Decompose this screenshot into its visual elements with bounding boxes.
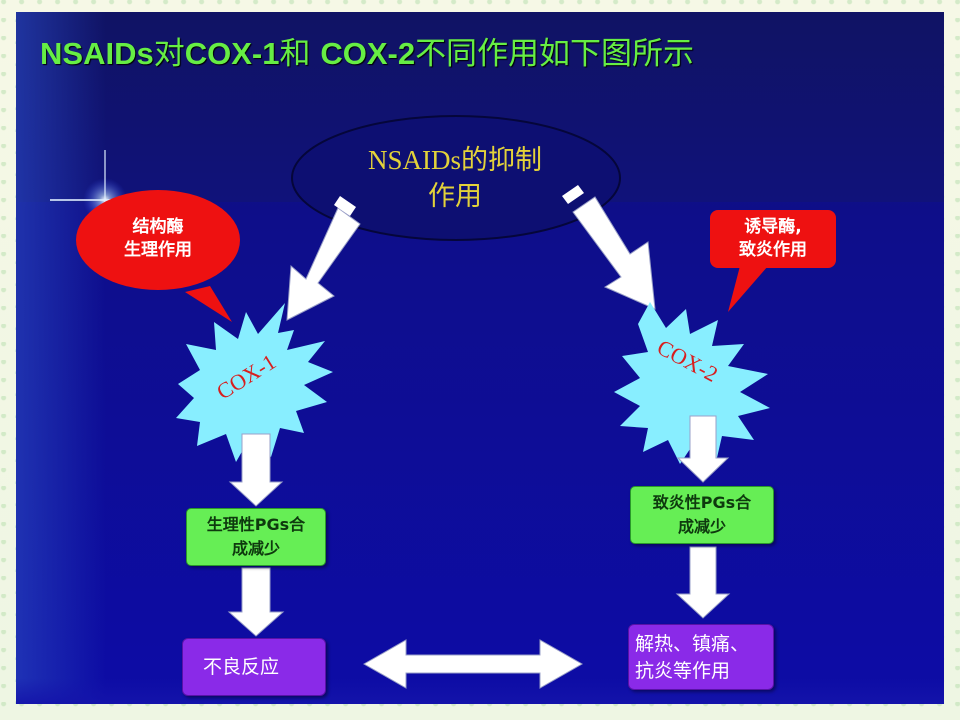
physiological-pgs-box: 生理性PGs合 成减少 [186,508,326,566]
bubble-structural-enzyme [76,190,240,322]
cox1-burst [176,303,333,462]
arrow-center-to-cox1 [286,196,361,321]
therapeutic-effect-box: 解热、镇痛、 抗炎等作用 [628,624,774,690]
callout-inducible-enzyme [710,210,836,312]
cox2-burst [614,302,770,464]
callout-inducible-enzyme-label: 诱导酶, 致炎作用 [739,217,807,260]
center-line-1: NSAIDs的抑制 [367,145,542,175]
slide-title: NSAIDs对COX-1和 COX-2不同作用如下图所示 [40,36,695,72]
center-line-2: 作用 [428,181,482,211]
inflammatory-pgs-box: 致炎性PGs合 成减少 [630,486,774,544]
center-ellipse-label: NSAIDs的抑制 作用 [300,142,610,214]
arrow-center-to-cox2 [562,185,656,310]
arrow-cox1-down [228,433,284,507]
bubble-structural-enzyme-label: 结构酶 生理作用 [124,217,192,260]
arrow-right-box-down [675,546,731,619]
center-ellipse [291,115,621,241]
slide-left-highlight [16,12,106,704]
double-arrow-horizontal [362,639,584,689]
adverse-reaction-box: 不良反应 [182,638,326,696]
arrow-cox2-down [676,415,730,483]
slide-bottom-strip [16,678,944,704]
arrow-left-box-down [227,567,285,637]
